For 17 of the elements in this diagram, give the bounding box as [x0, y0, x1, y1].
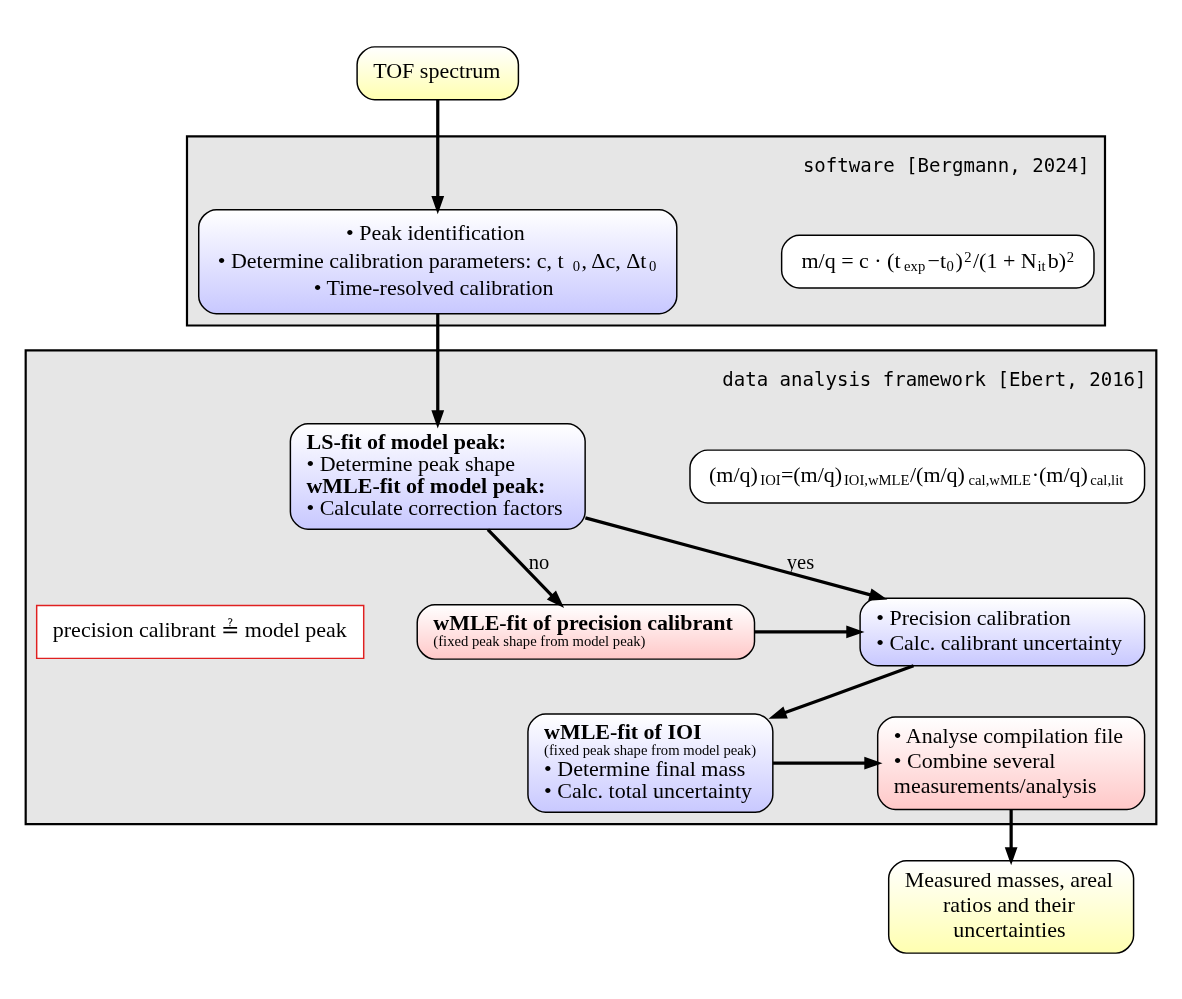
arrow [486, 528, 565, 608]
node-box: precision calibrant ≟ model peak [35, 604, 365, 659]
node-box: wMLE-fit of precision calibrant (fixed peak shape from model peak) [416, 603, 756, 660]
arrow [1004, 809, 1018, 865]
node-box: • Precision calibration • Calc. calibrant uncertainty [859, 597, 1146, 666]
arrow [431, 313, 445, 428]
arrow [773, 756, 883, 770]
arrow [768, 663, 915, 719]
arrow [431, 99, 445, 214]
node-box: LS-fit of model peak: • Determine peak shape wMLE-fit of model peak: • Calculate correction factors [289, 422, 586, 530]
node-box: • Analyse compilation file • Combine several measurements/analysis [876, 715, 1146, 810]
arrow [754, 625, 865, 638]
edge-label: no [528, 550, 550, 573]
arrow [584, 515, 888, 601]
node-box: Measured masses, areal ratios and their uncertainties [887, 859, 1135, 954]
node-box: TOF spectrum [356, 45, 520, 100]
node-box: wMLE-fit of IOI (fixed peak shape from model peak) • Determine final mass • Calc. total uncertainty [527, 712, 774, 813]
